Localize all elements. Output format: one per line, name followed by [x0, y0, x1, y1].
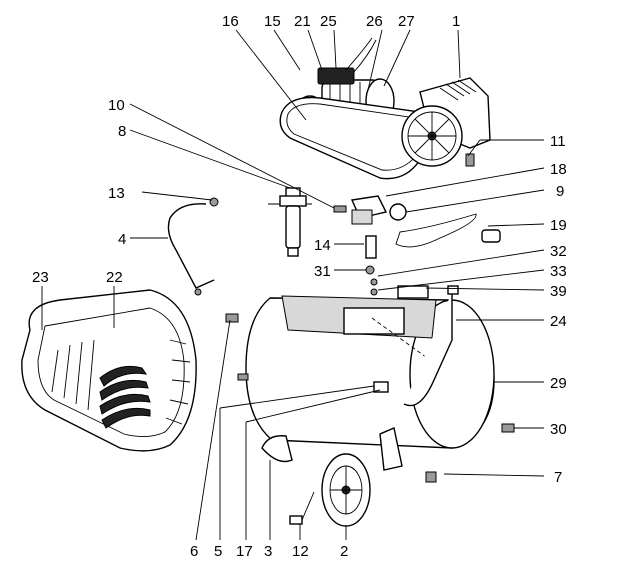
fitting-part-6 [225, 313, 239, 323]
callout-6: 6 [190, 543, 198, 560]
callout-24: 24 [550, 313, 567, 330]
callout-labels: 16 15 21 25 26 27 1 10 8 11 18 13 9 4 19… [32, 13, 567, 560]
rubber-foot-part-3 [261, 435, 293, 463]
belt-guard [21, 289, 197, 452]
callout-39: 39 [550, 283, 567, 300]
callout-16: 16 [222, 13, 239, 30]
callout-4: 4 [118, 231, 126, 248]
callout-25: 25 [320, 13, 337, 30]
air-tank [237, 285, 495, 449]
leader-lines [41, 29, 545, 541]
fitting-part-32 [370, 278, 378, 286]
pressure-switch-part-18 [350, 195, 388, 225]
fitting-part-7 [425, 471, 437, 483]
callout-13: 13 [108, 185, 125, 202]
fitting-part-10 [333, 205, 347, 213]
callout-7: 7 [554, 469, 562, 486]
callout-9: 9 [556, 183, 564, 200]
callout-33: 33 [550, 263, 567, 280]
fitting-part-14 [365, 235, 377, 259]
nut-part-13 [209, 197, 219, 207]
fitting-part-31 [365, 265, 375, 275]
callout-8: 8 [118, 123, 126, 140]
callout-14: 14 [314, 237, 331, 254]
callout-30: 30 [550, 421, 567, 438]
axle-bolt-part-12 [289, 491, 315, 525]
callout-1: 1 [452, 13, 460, 30]
callout-21: 21 [294, 13, 311, 30]
callout-26: 26 [366, 13, 383, 30]
callout-2: 2 [340, 543, 348, 560]
compressor-pump [401, 77, 491, 167]
valve-part-17 [373, 381, 389, 393]
callout-18: 18 [550, 161, 567, 178]
callout-12: 12 [292, 543, 309, 560]
callout-11: 11 [550, 133, 566, 150]
callout-19: 19 [550, 217, 567, 234]
callout-15: 15 [264, 13, 281, 30]
callout-5: 5 [214, 543, 222, 560]
callout-31: 31 [314, 263, 331, 280]
delivery-pipe-part-24 [403, 292, 453, 407]
callout-22: 22 [106, 269, 123, 286]
fitting-part-11 [465, 153, 475, 167]
pressure-gauge-part-9 [389, 203, 407, 221]
air-filter-part-8 [268, 187, 312, 257]
callout-29: 29 [550, 375, 567, 392]
callout-3: 3 [264, 543, 272, 560]
power-cable-part-19 [395, 213, 477, 248]
wheel-part-2 [321, 453, 371, 527]
drain-plug-part-30 [501, 423, 515, 433]
fitting-part-33 [370, 288, 378, 296]
handle-part-4 [167, 203, 215, 289]
callout-10: 10 [108, 97, 125, 114]
guard-vent-grille [99, 365, 151, 429]
callout-17: 17 [236, 543, 253, 560]
cap-part-39 [447, 285, 459, 295]
callout-32: 32 [550, 243, 567, 260]
callout-23: 23 [32, 269, 49, 286]
callout-27: 27 [398, 13, 415, 30]
